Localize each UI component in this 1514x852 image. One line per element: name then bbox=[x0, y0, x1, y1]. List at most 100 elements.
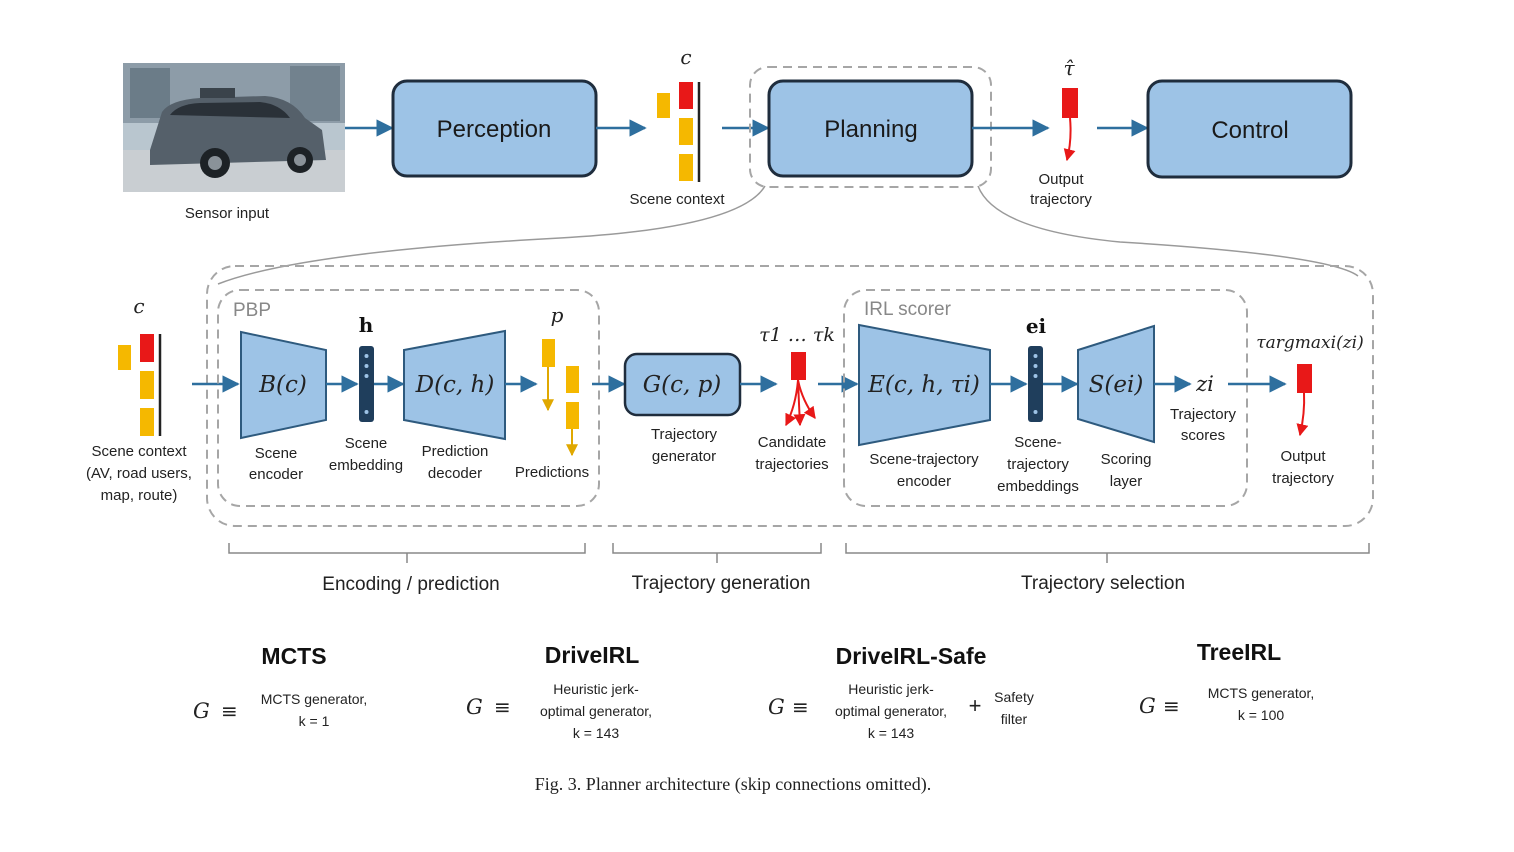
input-label-3: map, route) bbox=[101, 487, 178, 504]
scoring-layer-math: S(ei) bbox=[1089, 372, 1144, 398]
candidates-label-2: trajectories bbox=[755, 456, 828, 473]
variant-driveirl-name: DriveIRL bbox=[545, 642, 640, 668]
embedding-label-1: Scene bbox=[345, 435, 388, 452]
variant-driveirl-equiv: ≡ bbox=[494, 695, 511, 719]
variant-driveirl-safe-desc-1: Heuristic jerk- bbox=[848, 681, 934, 697]
output-trajectory-path-top bbox=[1063, 117, 1076, 162]
sensor-input-image bbox=[123, 63, 345, 192]
control-box bbox=[1146, 79, 1353, 179]
variant-driveirl-safe-g: G bbox=[768, 695, 785, 719]
variant-driveirl-safe-extra-1: Safety bbox=[994, 689, 1034, 705]
predictions-symbol: p bbox=[551, 303, 564, 327]
variant-mcts-desc-1: MCTS generator, bbox=[261, 691, 368, 707]
control-label: Control bbox=[1211, 117, 1288, 144]
embedding-symbol: h bbox=[359, 313, 374, 337]
scoring-label-1: Scoring bbox=[1101, 451, 1152, 468]
scene-trajectory-embedding-bar bbox=[1028, 346, 1043, 422]
st-embed-label-2: trajectory bbox=[1007, 456, 1069, 473]
prediction-decoder-math: D(c, h) bbox=[415, 372, 495, 398]
scene-context-icon-detail bbox=[118, 334, 162, 436]
figure-caption: Fig. 3. Planner architecture (skip conne… bbox=[535, 774, 931, 795]
planning-label: Planning bbox=[824, 116, 917, 143]
st-encoder-label-2: encoder bbox=[897, 473, 951, 490]
variant-driveirl-g: G bbox=[466, 695, 483, 719]
scene-encoder-label-2: encoder bbox=[249, 466, 303, 483]
scores-label-1: Trajectory bbox=[1170, 406, 1237, 423]
scene-context-icon-top: c bbox=[657, 45, 701, 182]
output-label-detail-2: trajectory bbox=[1272, 470, 1334, 487]
variant-mcts-g: G bbox=[193, 699, 210, 723]
irl-scorer-label: IRL scorer bbox=[864, 299, 952, 320]
bracket-generation bbox=[612, 543, 822, 563]
embedding-label-2: embedding bbox=[329, 457, 403, 474]
zoom-line-left bbox=[217, 185, 766, 285]
variant-driveirl-safe-desc-2: optimal generator, bbox=[835, 703, 947, 719]
variant-treeirl-equiv: ≡ bbox=[1163, 694, 1180, 718]
section-encoding-label: Encoding / prediction bbox=[322, 574, 499, 595]
candidates-symbol: τ1 … τk bbox=[759, 324, 835, 346]
input-symbol: c bbox=[133, 294, 144, 318]
scene-context-label-top: Scene context bbox=[629, 191, 725, 208]
scene-trajectory-encoder-shape bbox=[858, 323, 991, 447]
predictions-label: Predictions bbox=[515, 464, 589, 481]
output-trajectory-icon-detail bbox=[1297, 364, 1312, 393]
prediction-decoder-shape bbox=[403, 329, 506, 441]
scene-trajectory-encoder-math: E(c, h, τi) bbox=[867, 372, 980, 398]
zoom-line-right bbox=[977, 185, 1359, 277]
variant-driveirl-safe-extra-2: filter bbox=[1001, 711, 1028, 727]
output-trajectory-path-detail bbox=[1296, 392, 1309, 437]
generator-label-2: generator bbox=[652, 448, 716, 465]
section-generation-label: Trajectory generation bbox=[632, 573, 811, 594]
st-embedding-symbol: ei bbox=[1026, 314, 1047, 338]
perception-label: Perception bbox=[437, 116, 552, 143]
generator-label-1: Trajectory bbox=[651, 426, 718, 443]
variant-treeirl: TreeIRL G ≡ MCTS generator, k = 100 bbox=[1139, 639, 1314, 723]
decoder-label-1: Prediction bbox=[422, 443, 489, 460]
candidates-label-1: Candidate bbox=[758, 434, 826, 451]
variant-mcts: MCTS G ≡ MCTS generator, k = 1 bbox=[193, 643, 367, 729]
variant-mcts-name: MCTS bbox=[261, 643, 326, 669]
output-trajectory-icon-top bbox=[1062, 88, 1078, 118]
scores-symbol: zi bbox=[1195, 372, 1214, 396]
variant-mcts-equiv: ≡ bbox=[221, 699, 238, 723]
scene-encoder-shape bbox=[240, 330, 327, 440]
variant-driveirl-desc-1: Heuristic jerk- bbox=[553, 681, 639, 697]
output-label-top-1: Output bbox=[1038, 171, 1084, 188]
trajectory-generator-math: G(c, p) bbox=[643, 372, 722, 398]
input-label-1: Scene context bbox=[91, 443, 187, 460]
variant-mcts-desc-2: k = 1 bbox=[299, 713, 330, 729]
scoring-label-2: layer bbox=[1110, 473, 1143, 490]
variant-driveirl-desc-2: optimal generator, bbox=[540, 703, 652, 719]
st-embed-label-3: embeddings bbox=[997, 478, 1079, 495]
sensor-input-label: Sensor input bbox=[185, 205, 270, 222]
variant-treeirl-desc-2: k = 100 bbox=[1238, 707, 1285, 723]
bracket-encoding bbox=[228, 543, 586, 563]
st-encoder-label-1: Scene-trajectory bbox=[869, 451, 979, 468]
section-selection-label: Trajectory selection bbox=[1021, 573, 1185, 594]
predictions-icon bbox=[542, 339, 579, 457]
pbp-frame bbox=[217, 289, 600, 507]
scene-context-symbol-top: c bbox=[680, 45, 691, 69]
scoring-layer-shape bbox=[1077, 324, 1155, 444]
variant-driveirl-safe-desc-3: k = 143 bbox=[868, 725, 915, 741]
output-symbol-detail: τargmaxi(zi) bbox=[1256, 333, 1364, 353]
input-label-2: (AV, road users, bbox=[86, 465, 192, 482]
st-embed-label-1: Scene- bbox=[1014, 434, 1062, 451]
variant-driveirl-safe-name: DriveIRL-Safe bbox=[836, 643, 987, 669]
output-label-detail-1: Output bbox=[1280, 448, 1326, 465]
variant-driveirl: DriveIRL G ≡ Heuristic jerk- optimal gen… bbox=[466, 642, 652, 741]
output-symbol-top: τ̂ bbox=[1063, 56, 1075, 80]
variant-driveirl-safe: DriveIRL-Safe G ≡ Heuristic jerk- optima… bbox=[768, 643, 1034, 741]
planner-detail-frame bbox=[206, 265, 1374, 527]
variant-driveirl-desc-3: k = 143 bbox=[573, 725, 620, 741]
output-label-top-2: trajectory bbox=[1030, 191, 1092, 208]
bracket-selection bbox=[845, 543, 1370, 563]
decoder-label-2: decoder bbox=[428, 465, 482, 482]
scene-encoder-math: B(c) bbox=[258, 372, 307, 398]
scene-embedding-bar bbox=[359, 346, 374, 422]
scene-encoder-label-1: Scene bbox=[255, 445, 298, 462]
scores-label-2: scores bbox=[1181, 427, 1225, 444]
candidate-trajectory-paths bbox=[785, 379, 816, 427]
